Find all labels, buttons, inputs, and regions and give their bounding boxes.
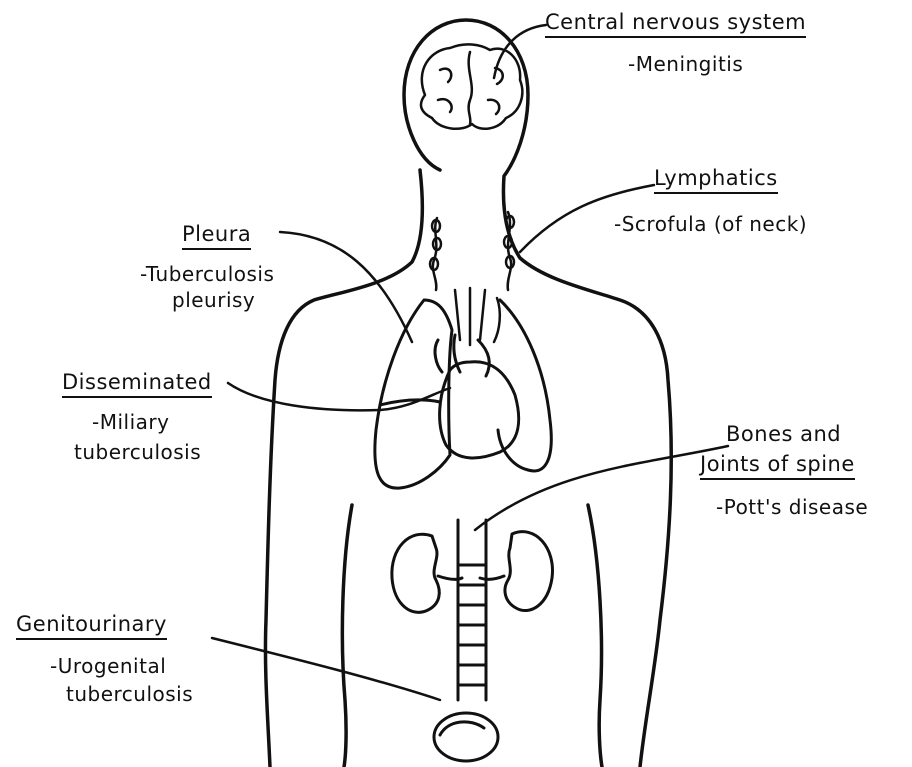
- leader-bones: [475, 446, 728, 530]
- kidneys: [392, 532, 553, 613]
- genitourinary-desc-line1: -Urogenital: [50, 654, 166, 679]
- spine: [458, 520, 486, 700]
- lymphatics-title: Lymphatics: [654, 166, 778, 194]
- leader-disseminated: [228, 383, 450, 410]
- genitourinary-desc-line2: tuberculosis: [66, 682, 193, 707]
- bones-title-line2: Joints of spine: [700, 452, 855, 480]
- leader-genitourinary: [212, 638, 440, 700]
- disseminated-title: Disseminated: [62, 370, 212, 398]
- right-arm-inner: [588, 505, 602, 767]
- pleura-title: Pleura: [182, 222, 251, 250]
- genitourinary-title: Genitourinary: [16, 612, 167, 640]
- lymph-nodes: [430, 212, 514, 290]
- body-outline: [265, 20, 671, 767]
- lungs: [375, 300, 551, 488]
- pleura-desc-line2: pleurisy: [172, 288, 255, 313]
- bones-desc: -Pott's disease: [716, 495, 868, 520]
- leader-pleura: [280, 232, 412, 342]
- cns-desc: -Meningitis: [628, 52, 743, 77]
- cns-title: Central nervous system: [545, 10, 806, 38]
- disseminated-desc-line1: -Miliary: [92, 410, 169, 435]
- lymphatics-desc: -Scrofula (of neck): [614, 212, 807, 237]
- trachea: [455, 288, 500, 345]
- bladder: [434, 713, 498, 761]
- disseminated-desc-line2: tuberculosis: [74, 440, 201, 465]
- brain: [421, 44, 522, 128]
- pleura-desc-line1: -Tuberculosis: [140, 262, 274, 287]
- left-arm-inner: [342, 505, 352, 767]
- bones-title-line1: Bones and: [726, 422, 841, 446]
